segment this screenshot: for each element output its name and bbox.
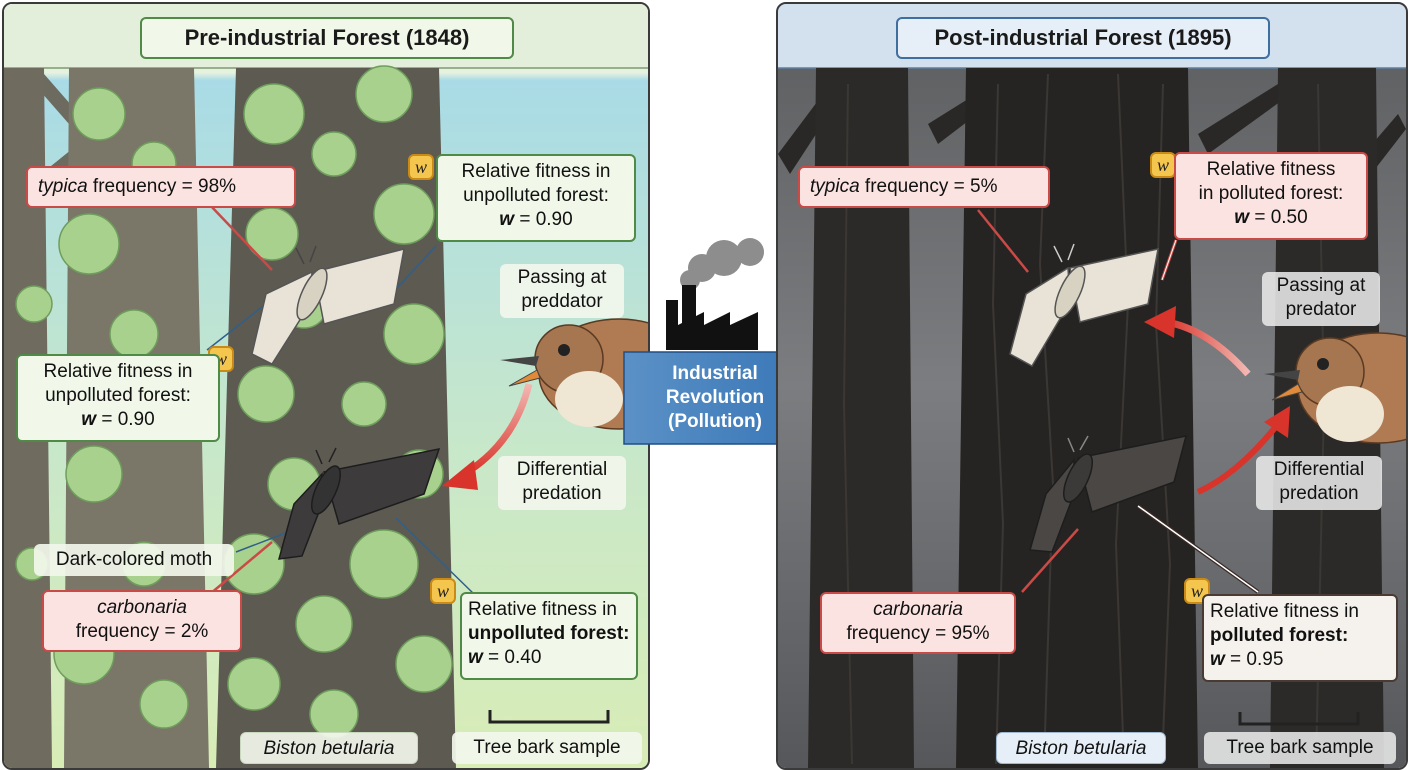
fitness-badge-icon: w: [1150, 152, 1176, 178]
fitness-symbol: w: [81, 409, 97, 430]
industrial-revolution-label: Industrial Revolution (Pollution): [640, 362, 790, 438]
fitness-label-carbonaria: Relative fitness in polluted forest: w =…: [1202, 594, 1398, 682]
fitness-label-typica-top: Relative fitness in unpolluted forest: w…: [436, 154, 636, 242]
fitness-line1: Relative fitness in: [468, 599, 617, 620]
fitness-line2: unpolluted forest:: [45, 385, 191, 406]
predation-arrow: [1165, 318, 1251, 377]
predator-label: Passing at preddator: [500, 264, 624, 318]
fitness-line2: in polluted forest:: [1198, 183, 1344, 204]
light-moth-typica: [1009, 243, 1159, 368]
carbonaria-frequency-label: carbonaria frequency = 2%: [42, 590, 242, 652]
fitness-badge-icon: w: [430, 578, 456, 604]
fitness-label-typica-mid: Relative fitness in unpolluted forest: w…: [16, 354, 220, 442]
panel-title-pre: Pre-industrial Forest (1848): [140, 17, 514, 59]
differential-line2: predation: [522, 483, 602, 504]
post-industrial-panel: Post-industrial Forest (1895) typica fre…: [776, 2, 1408, 770]
industrial-line3: (Pollution): [668, 411, 762, 432]
species-label: Biston betularia: [996, 732, 1166, 764]
carbonaria-frequency-value: frequency = 95%: [846, 623, 990, 644]
main-tree-trunk: [956, 68, 1198, 768]
panel-title-post: Post-industrial Forest (1895): [896, 17, 1270, 59]
carbonaria-frequency-value: frequency = 2%: [75, 621, 209, 642]
fitness-symbol: w: [1234, 207, 1250, 228]
fitness-value: = 0.90: [96, 409, 155, 430]
bird-predator: [1264, 332, 1406, 444]
fitness-label-typica: Relative fitness in polluted forest: w =…: [1174, 152, 1368, 240]
carbonaria-name: carbonaria: [97, 597, 187, 618]
bark-sample-label: Tree bark sample: [452, 732, 642, 764]
differential-line1: Differential: [516, 459, 608, 480]
industrial-line2: Revolution: [665, 387, 765, 408]
differential-line1: Differential: [1273, 459, 1365, 480]
bark-sample-label: Tree bark sample: [1204, 732, 1396, 764]
carbonaria-name: carbonaria: [873, 599, 963, 620]
industrial-line1: Industrial: [672, 363, 758, 384]
predator-line1: Passing at: [1276, 275, 1366, 296]
fitness-symbol: w: [468, 647, 483, 668]
typica-frequency-value: frequency = 5%: [859, 176, 998, 197]
fitness-value: = 0.95: [1224, 649, 1284, 670]
fitness-value: = 0.40: [482, 647, 542, 668]
fitness-symbol: w: [499, 209, 515, 230]
predator-line1: Passing at: [517, 267, 607, 288]
scale-bar-icon: [488, 710, 610, 724]
tree-branch: [1198, 84, 1288, 154]
bird-predator: [500, 318, 648, 430]
dark-moth-carbonaria: [1029, 435, 1188, 553]
predator-label: Passing at predator: [1262, 272, 1380, 326]
dark-moth-carbonaria: [277, 447, 441, 560]
typica-frequency-value: frequency = 98%: [87, 176, 237, 197]
fitness-line1: Relative fitness in: [43, 361, 193, 382]
pre-industrial-panel: Pre-industrial Forest (1848) typica freq…: [2, 2, 650, 770]
light-moth-typica: [251, 245, 405, 365]
dark-moth-label: Dark-colored moth: [34, 544, 234, 576]
typica-name: typica: [38, 176, 88, 197]
typica-frequency-label: typica frequency = 5%: [798, 166, 1050, 208]
fitness-line1: Relative fitness in: [1210, 601, 1359, 622]
fitness-line2: unpolluted forest:: [463, 185, 609, 206]
fitness-line1: Relative fitness in: [461, 161, 611, 182]
fitness-value: = 0.90: [514, 209, 573, 230]
typica-frequency-label: typica frequency = 98%: [26, 166, 296, 208]
predation-arrow: [1196, 422, 1281, 495]
fitness-badge-icon: w: [408, 154, 434, 180]
differential-line2: predation: [1279, 483, 1359, 504]
predator-line2: preddator: [521, 291, 603, 312]
factory-icon: [666, 238, 764, 350]
carbonaria-frequency-label: carbonaria frequency = 95%: [820, 592, 1016, 654]
predator-line2: predator: [1285, 299, 1357, 320]
typica-name: typica: [810, 176, 860, 197]
fitness-label-carbonaria: Relative fitness in unpolluted forest: w…: [460, 592, 638, 680]
scale-bar-icon: [1238, 712, 1360, 726]
differential-predation-label: Differential predation: [1256, 456, 1382, 510]
fitness-line1: Relative fitness: [1206, 159, 1336, 180]
differential-predation-label: Differential predation: [498, 456, 626, 510]
fitness-line2: polluted forest:: [1210, 625, 1349, 646]
fitness-line2: unpolluted forest:: [468, 623, 630, 644]
fitness-value: = 0.50: [1249, 207, 1308, 228]
fitness-symbol: w: [1210, 649, 1225, 670]
species-label: Biston betularia: [240, 732, 418, 764]
